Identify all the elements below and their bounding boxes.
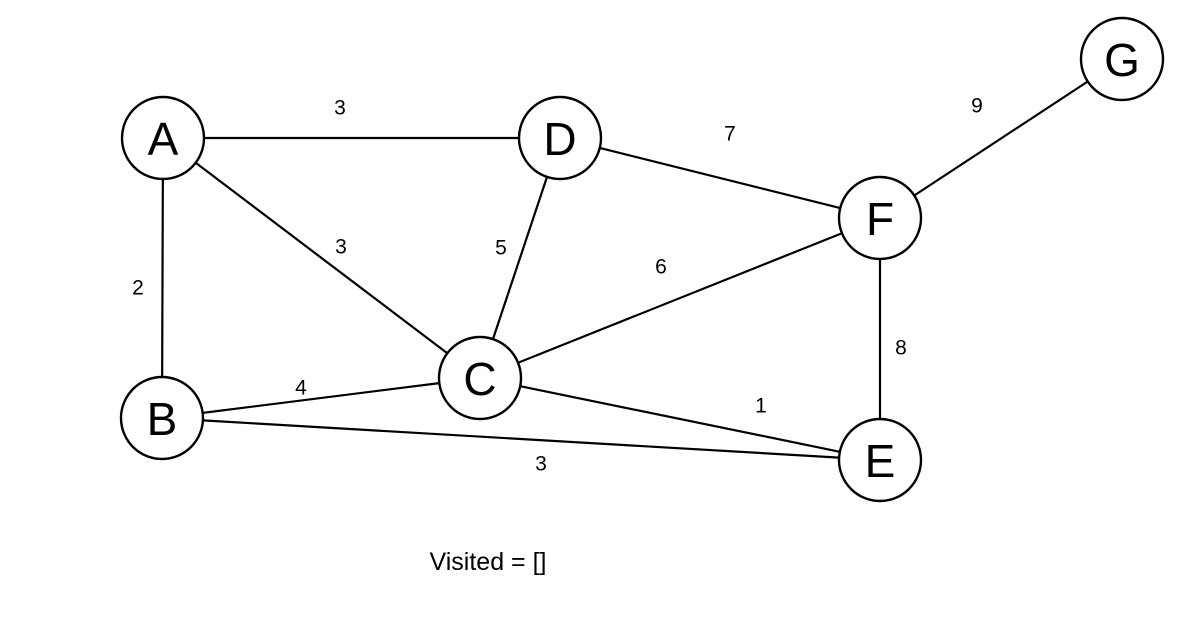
nodes-layer: A B C D E F G <box>119 16 1165 503</box>
edge-weights-layer: 3 2 3 5 7 6 1 4 3 8 9 <box>132 95 983 476</box>
edge-weight-a-b: 2 <box>132 277 144 300</box>
node-circle-f[interactable] <box>837 175 923 261</box>
graph-edge-c-e <box>519 385 841 453</box>
graph-edge-a-c <box>194 161 449 355</box>
node-circle-c[interactable] <box>437 335 523 421</box>
graph-node-e[interactable]: E <box>837 417 923 503</box>
edge-weight-c-e: 1 <box>755 395 767 418</box>
graph-edge-d-f <box>598 146 842 210</box>
edge-weight-a-c: 3 <box>335 236 347 259</box>
graph-node-f[interactable]: F <box>837 175 923 261</box>
graph-node-d[interactable]: D <box>517 95 603 181</box>
node-label-c: C <box>463 353 496 405</box>
node-label-g: G <box>1104 34 1140 86</box>
edge-weight-a-d: 3 <box>334 97 346 120</box>
edge-weight-d-f: 7 <box>724 123 736 146</box>
edge-weight-f-e: 8 <box>895 337 907 360</box>
edges-layer <box>161 80 1089 459</box>
graph-node-a[interactable]: A <box>120 95 206 181</box>
graph-edge-f-g <box>913 80 1089 197</box>
graph-edge-c-f <box>516 232 844 364</box>
node-circle-a[interactable] <box>120 95 206 181</box>
node-label-d: D <box>543 113 576 165</box>
visited-caption: Visited = [] <box>430 548 547 576</box>
node-circle-e[interactable] <box>837 417 923 503</box>
node-circle-g[interactable] <box>1079 16 1165 102</box>
edge-weight-c-f: 6 <box>655 256 667 279</box>
graph-edge-b-c <box>201 382 441 414</box>
node-label-b: B <box>147 393 178 445</box>
node-circle-d[interactable] <box>517 95 603 181</box>
edge-weight-f-g: 9 <box>971 95 983 118</box>
graph-node-c[interactable]: C <box>437 335 523 421</box>
node-label-e: E <box>865 435 896 487</box>
graph-edge-d-c <box>491 175 549 341</box>
graph-edge-a-b <box>161 177 164 379</box>
edge-weight-d-c: 5 <box>495 237 507 260</box>
graph-node-g[interactable]: G <box>1079 16 1165 102</box>
graph-edge-b-e <box>201 419 841 459</box>
node-label-a: A <box>148 113 179 165</box>
edge-weight-b-c: 4 <box>295 377 307 400</box>
graph-node-b[interactable]: B <box>119 375 205 461</box>
node-circle-b[interactable] <box>119 375 205 461</box>
edge-weight-b-e: 3 <box>535 453 547 476</box>
node-label-f: F <box>866 193 894 245</box>
